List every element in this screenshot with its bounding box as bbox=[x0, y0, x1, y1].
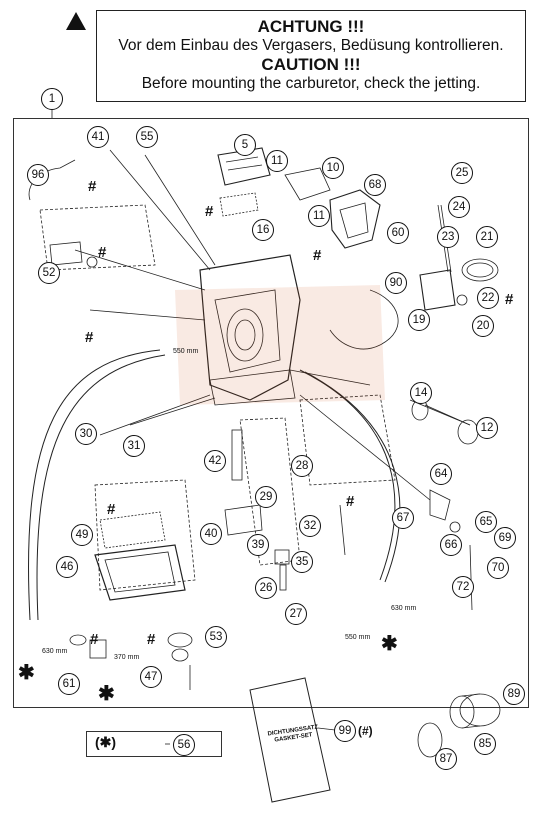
callout-31: 31 bbox=[123, 435, 145, 457]
caution-text-de: Vor dem Einbau des Vergasers, Bedüsung k… bbox=[118, 37, 504, 54]
callout-64: 64 bbox=[430, 463, 452, 485]
hash-marker: # bbox=[346, 493, 355, 510]
callout-46: 46 bbox=[56, 556, 78, 578]
hash-marker: # bbox=[505, 291, 514, 308]
hash-marker: # bbox=[90, 631, 99, 648]
hash-marker: # bbox=[147, 631, 156, 648]
callout-14: 14 bbox=[410, 382, 432, 404]
callout-11a: 11 bbox=[266, 150, 288, 172]
caution-title-de: ACHTUNG !!! bbox=[257, 17, 365, 36]
diagram-frame bbox=[13, 118, 529, 708]
callout-26: 26 bbox=[255, 577, 277, 599]
callout-56: 56 bbox=[173, 734, 195, 756]
callout-1: 1 bbox=[41, 88, 63, 110]
callout-85: 85 bbox=[474, 733, 496, 755]
callout-19: 19 bbox=[408, 309, 430, 331]
star-marker: ✱ bbox=[98, 683, 115, 705]
star-marker: ✱ bbox=[381, 633, 398, 655]
callout-90: 90 bbox=[385, 272, 407, 294]
callout-66: 66 bbox=[440, 534, 462, 556]
callout-41: 41 bbox=[87, 126, 109, 148]
caution-title-en: CAUTION !!! bbox=[261, 55, 361, 74]
callout-27: 27 bbox=[285, 603, 307, 625]
hash-marker: # bbox=[205, 203, 214, 220]
dimension-label: 630 mm bbox=[42, 648, 68, 655]
dimension-label: 630 mm bbox=[391, 605, 417, 612]
callout-67: 67 bbox=[392, 507, 414, 529]
callout-87: 87 bbox=[435, 748, 457, 770]
callout-5: 5 bbox=[234, 134, 256, 156]
callout-70: 70 bbox=[487, 557, 509, 579]
hash-marker: # bbox=[85, 329, 94, 346]
callout-40: 40 bbox=[200, 523, 222, 545]
dimension-label: 370 mm bbox=[114, 654, 140, 661]
callout-23: 23 bbox=[437, 226, 459, 248]
callout-47: 47 bbox=[140, 666, 162, 688]
star-legend-box: (✱) bbox=[86, 731, 222, 757]
callout-35: 35 bbox=[291, 551, 313, 573]
caution-box: ACHTUNG !!! Vor dem Einbau des Vergasers… bbox=[96, 10, 526, 102]
dimension-label: 550 mm bbox=[173, 348, 199, 355]
callout-61: 61 bbox=[58, 673, 80, 695]
hash-marker: # bbox=[98, 244, 107, 261]
warning-triangle-icon bbox=[66, 12, 86, 30]
gasket-set-note: (#) bbox=[358, 724, 373, 738]
callout-25: 25 bbox=[451, 162, 473, 184]
callout-52: 52 bbox=[38, 262, 60, 284]
callout-21: 21 bbox=[476, 226, 498, 248]
hash-marker: # bbox=[313, 247, 322, 264]
callout-49: 49 bbox=[71, 524, 93, 546]
hash-marker: # bbox=[88, 178, 97, 195]
star-marker: ✱ bbox=[18, 662, 35, 684]
callout-32: 32 bbox=[299, 515, 321, 537]
callout-99: 99 bbox=[334, 720, 356, 742]
caution-text-en: Before mounting the carburetor, check th… bbox=[141, 75, 481, 92]
callout-39: 39 bbox=[247, 534, 269, 556]
callout-55: 55 bbox=[136, 126, 158, 148]
callout-68: 68 bbox=[364, 174, 386, 196]
callout-30: 30 bbox=[75, 423, 97, 445]
callout-72: 72 bbox=[452, 576, 474, 598]
callout-16: 16 bbox=[252, 219, 274, 241]
callout-11b: 11 bbox=[308, 205, 330, 227]
callout-29: 29 bbox=[255, 486, 277, 508]
dimension-label: 550 mm bbox=[345, 634, 371, 641]
callout-28: 28 bbox=[291, 455, 313, 477]
callout-89: 89 bbox=[503, 683, 525, 705]
callout-42: 42 bbox=[204, 450, 226, 472]
callout-24: 24 bbox=[448, 196, 470, 218]
callout-60: 60 bbox=[387, 222, 409, 244]
legend-star-label: (✱) bbox=[95, 734, 117, 750]
hash-marker: # bbox=[107, 501, 116, 518]
callout-20: 20 bbox=[472, 315, 494, 337]
callout-12: 12 bbox=[476, 417, 498, 439]
callout-96: 96 bbox=[27, 164, 49, 186]
callout-22: 22 bbox=[477, 287, 499, 309]
callout-53: 53 bbox=[205, 626, 227, 648]
callout-69: 69 bbox=[494, 527, 516, 549]
callout-10: 10 bbox=[322, 157, 344, 179]
callout-65: 65 bbox=[475, 511, 497, 533]
